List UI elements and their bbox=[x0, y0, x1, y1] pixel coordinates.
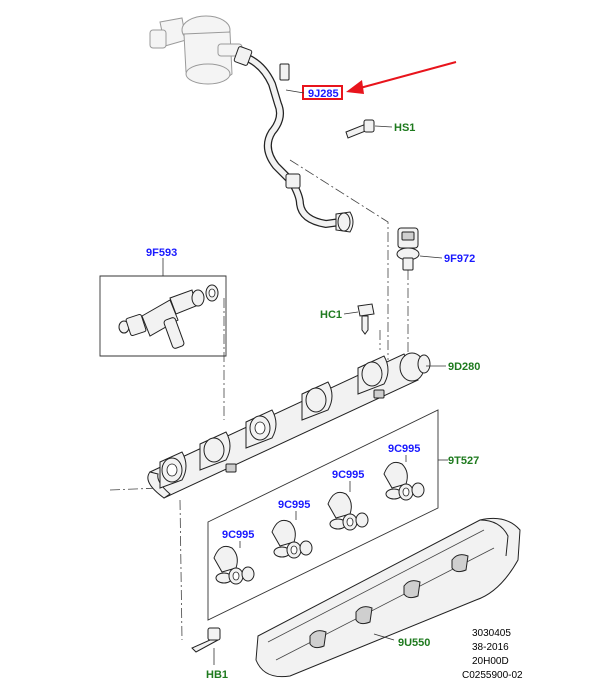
footer-line-3: 20H00D bbox=[472, 656, 509, 667]
callout-9T527[interactable]: 9T527 bbox=[448, 455, 479, 467]
alignment-line bbox=[289, 159, 389, 360]
injector-clip-set-3[interactable] bbox=[327, 491, 369, 531]
injector-clip-set-1[interactable] bbox=[213, 545, 255, 585]
callout-9C995-2[interactable]: 9C995 bbox=[278, 499, 310, 511]
callout-9D280[interactable]: 9D280 bbox=[448, 361, 480, 373]
alignment-line bbox=[109, 487, 161, 491]
injector-clip-set-4[interactable] bbox=[383, 461, 425, 501]
injector-group-frame bbox=[99, 275, 227, 357]
callout-HC1[interactable]: HC1 bbox=[320, 309, 342, 321]
callout-9C995-1[interactable]: 9C995 bbox=[222, 529, 254, 541]
highlight-arrow bbox=[346, 61, 457, 94]
injector-clip-set-2[interactable] bbox=[271, 519, 313, 559]
callout-9U550[interactable]: 9U550 bbox=[398, 637, 430, 649]
callout-9F972[interactable]: 9F972 bbox=[444, 253, 475, 265]
alignment-line bbox=[179, 499, 183, 641]
footer-line-4: C0255900-02 bbox=[462, 670, 523, 681]
fuel-rail[interactable] bbox=[147, 352, 431, 499]
callout-9J285[interactable]: 9J285 bbox=[308, 88, 339, 100]
bolt-hs1[interactable] bbox=[345, 119, 375, 139]
footer-line-1: 3030405 bbox=[472, 628, 511, 639]
fuel-rail-insulator[interactable] bbox=[255, 517, 521, 678]
footer-line-2: 38-2016 bbox=[472, 642, 509, 653]
high-pressure-pump-ghost bbox=[149, 15, 243, 85]
callout-9F593[interactable]: 9F593 bbox=[146, 247, 177, 259]
callout-9C995-4[interactable]: 9C995 bbox=[388, 443, 420, 455]
clip-group-frame bbox=[207, 409, 439, 621]
callout-HB1[interactable]: HB1 bbox=[206, 669, 228, 681]
callout-9C995-3[interactable]: 9C995 bbox=[332, 469, 364, 481]
high-pressure-fuel-pipe[interactable] bbox=[233, 46, 354, 233]
bolt-hb1[interactable] bbox=[191, 627, 221, 653]
clip-hc1[interactable] bbox=[357, 303, 375, 335]
fuel-pressure-sensor[interactable] bbox=[396, 227, 420, 271]
callout-HS1[interactable]: HS1 bbox=[394, 122, 415, 134]
fuel-injector[interactable] bbox=[118, 284, 219, 349]
